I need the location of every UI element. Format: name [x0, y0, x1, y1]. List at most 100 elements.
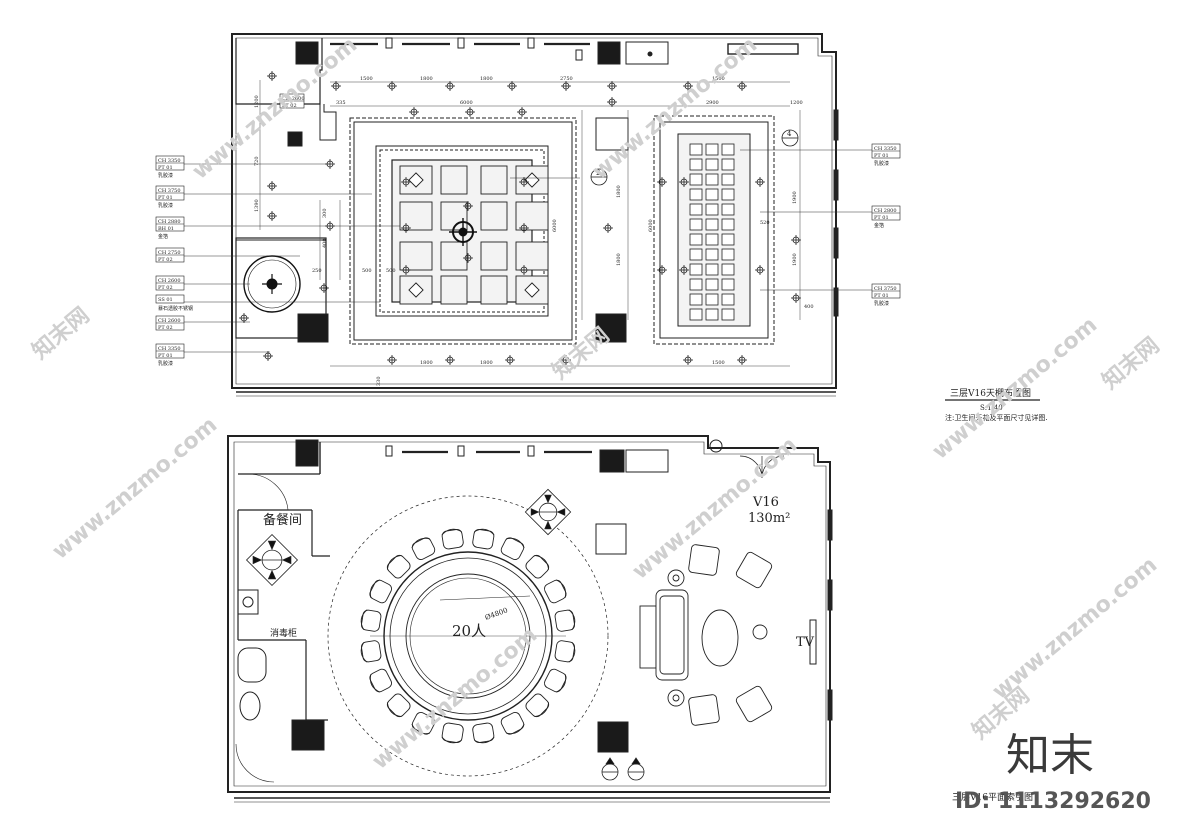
round-skylight-icon [243, 255, 301, 313]
material-tag [155, 294, 185, 304]
grid-cell [689, 263, 703, 276]
material-tag-sub: PT 01 [158, 353, 173, 359]
chair-icon [369, 668, 392, 693]
chair-icon [544, 579, 567, 604]
dimension-text: 520 [760, 220, 770, 226]
downlights [239, 71, 801, 365]
section-mark-icon [601, 757, 619, 781]
index-diamond-icon [524, 488, 572, 536]
chair-icon [441, 528, 464, 550]
material-tag-code: CH 3750 [158, 188, 181, 194]
dimension-text: 1500 [712, 360, 725, 366]
dimension-text: 6000 [648, 219, 654, 232]
chair-icon [554, 609, 576, 632]
chair-icon [554, 640, 576, 663]
table-diameter-label: Ø4800 [484, 606, 509, 622]
coffer-panel [440, 201, 468, 231]
grid-cell [689, 248, 703, 261]
dimension-text: 1200 [254, 95, 260, 108]
grid-cell [689, 203, 703, 216]
grid-cell [689, 158, 703, 171]
room-area: 130m² [748, 511, 790, 526]
dimension-text: 2900 [706, 100, 719, 106]
material-tag-sub: PT 01 [874, 215, 889, 221]
dimension-text: 1800 [420, 76, 433, 82]
dimension-text: 400 [322, 238, 328, 248]
coffer-panel [480, 275, 508, 305]
dimension-text: 1900 [792, 191, 798, 204]
grid-cell [721, 233, 735, 246]
coffer-panel [515, 241, 549, 271]
dimension-text: 335 [336, 100, 346, 106]
dimension-text: 400 [804, 304, 814, 310]
material-tag-sub: PT 01 [874, 153, 889, 159]
grid-cell [721, 278, 735, 291]
chair-icon [472, 722, 495, 744]
material-tag-code: CH 3350 [874, 146, 897, 152]
material-tag-label: 暴石透胶不锈钢 [158, 305, 193, 312]
dimension-text: 720 [254, 156, 260, 166]
grid-cell [721, 308, 735, 321]
dimension-text: 6000 [552, 219, 558, 232]
ceiling-plan-scale: S:1 40 [980, 404, 1003, 412]
chair-icon [360, 609, 382, 632]
material-tag-label: 金箔 [158, 233, 168, 240]
dimension-text: 1900 [792, 253, 798, 266]
callout-4-label: 4 [787, 130, 792, 138]
grid-cell [721, 173, 735, 186]
material-tag-label: 乳胶漆 [874, 300, 889, 307]
chair-icon [472, 528, 495, 550]
grid-cell [705, 233, 719, 246]
dimension-text: 1500 [360, 76, 373, 82]
coffer-panel [440, 165, 468, 195]
watermark-text: 知末网 [1097, 332, 1164, 394]
material-tag-label: 金箔 [874, 222, 884, 229]
coffered-ceiling-outer [349, 117, 577, 345]
dimension-text: 1200 [790, 100, 803, 106]
ceiling-plan-title: 三层V16天棚布置图 [950, 387, 1031, 399]
dimension-text: 1390 [254, 199, 260, 212]
dimension-text: 1800 [480, 360, 493, 366]
coffer-panel [440, 275, 468, 305]
watermark-logo: 知末 [1006, 730, 1094, 781]
dimension-text: 1800 [420, 360, 433, 366]
dimension-text: 2750 [560, 76, 573, 82]
grid-cell [705, 218, 719, 231]
right-panel-grid [689, 143, 735, 321]
grid-cell [721, 218, 735, 231]
material-tag-sub: PT 01 [158, 195, 173, 201]
left-service-column [235, 38, 323, 105]
material-tag-code: CH 2800 [874, 208, 897, 214]
material-tag-code: CH 2600 [158, 278, 181, 284]
material-tag-code: CH 3350 [158, 158, 181, 164]
inner-tag-sub: PT 02 [282, 103, 297, 109]
ceiling-outer-wall [231, 33, 837, 389]
material-tag-sub: PT 01 [874, 293, 889, 299]
dimension-text: 1500 [712, 76, 725, 82]
grid-cell [689, 293, 703, 306]
grid-cell [705, 278, 719, 291]
material-tag-label: 乳胶漆 [874, 160, 889, 167]
coffer-panel [399, 241, 433, 271]
coffer-panel [480, 201, 508, 231]
grid-cell [705, 293, 719, 306]
grid-cell [721, 203, 735, 216]
material-tag-sub: PT 02 [158, 285, 173, 291]
inner-tag-code: CH 2600 [282, 96, 305, 102]
grid-cell [705, 248, 719, 261]
material-tag-sub: PT 01 [158, 165, 173, 171]
grid-cell [721, 263, 735, 276]
grid-cell [705, 188, 719, 201]
coffer-panel [440, 241, 468, 271]
chair-icon [411, 712, 436, 735]
grid-cell [721, 158, 735, 171]
floor-outer-wall [227, 435, 831, 793]
cabinet-label: 消毒柜 [270, 627, 297, 639]
material-tag-code: CH 3750 [874, 286, 897, 292]
watermark-text: www.znzmo.com [988, 553, 1162, 705]
grid-cell [705, 263, 719, 276]
dimension-text: 1800 [616, 185, 622, 198]
